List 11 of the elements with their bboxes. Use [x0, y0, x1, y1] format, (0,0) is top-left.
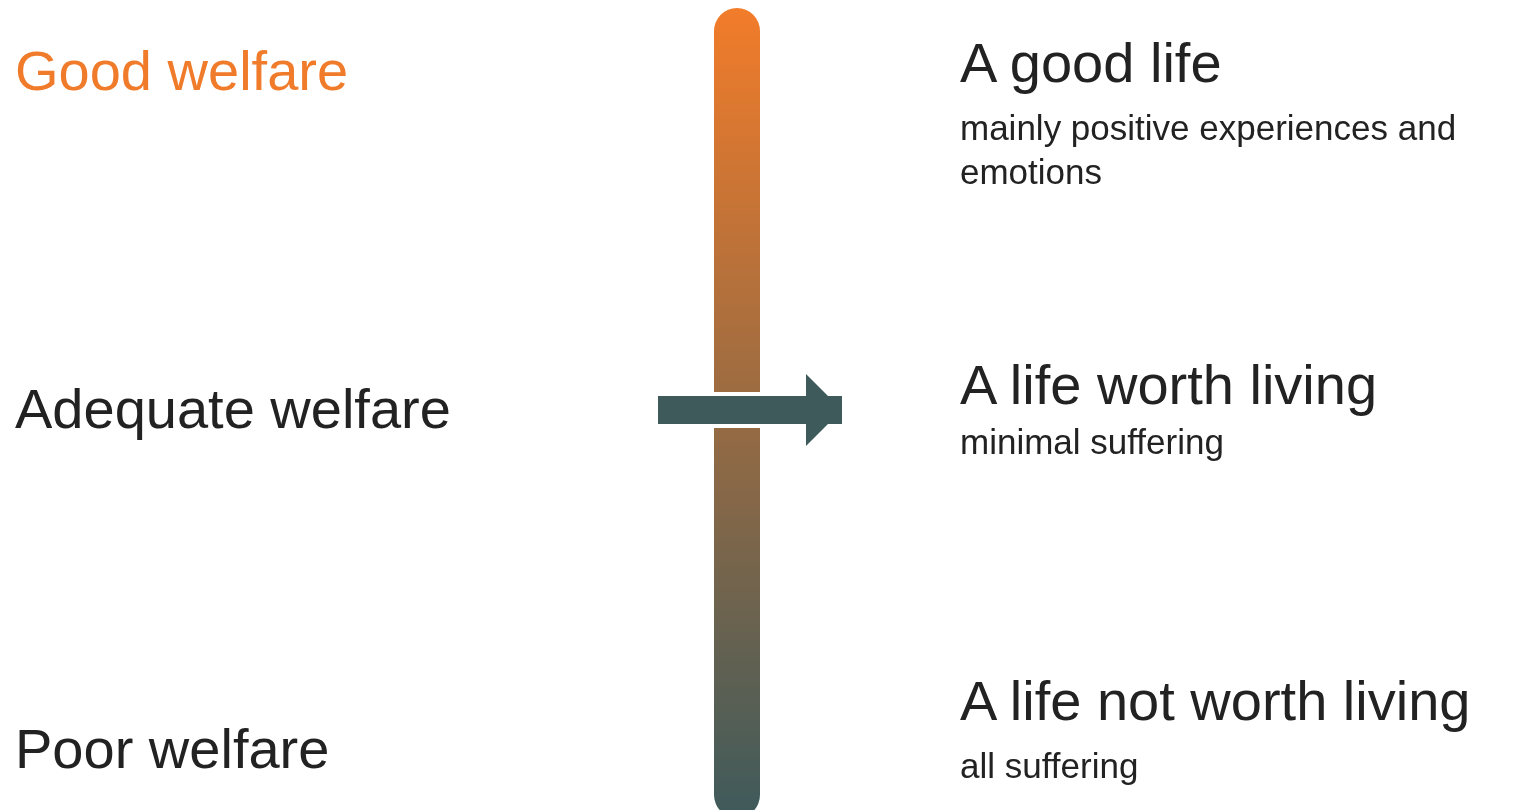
level-heading: A life worth living	[960, 352, 1378, 418]
level-description: mainly positive experiences and emotions	[960, 107, 1458, 193]
scale-label: Adequate welfare	[15, 376, 451, 442]
level-description: all suffering	[960, 745, 1139, 787]
arrow	[658, 374, 842, 446]
level-description: minimal suffering	[960, 421, 1225, 463]
level-heading: A good life	[960, 30, 1222, 96]
welfare-scale-bar	[714, 8, 760, 810]
level-heading: A life not worth living	[960, 668, 1471, 734]
scale-label: Good welfare	[15, 38, 349, 104]
scale-label: Poor welfare	[15, 716, 330, 782]
